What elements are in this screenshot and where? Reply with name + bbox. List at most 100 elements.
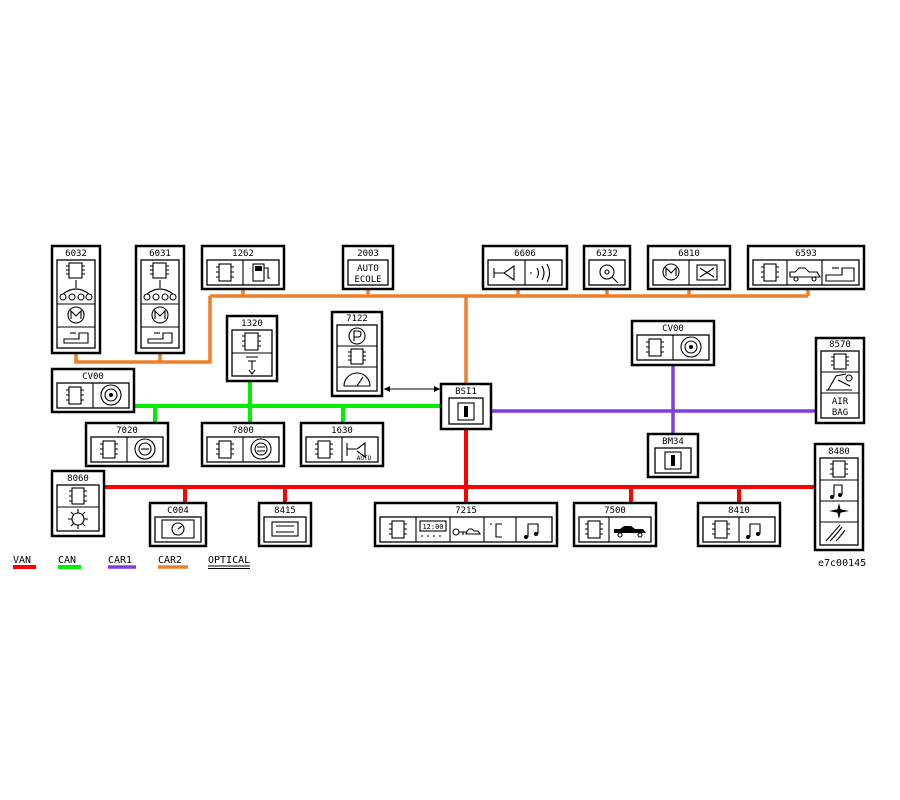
svg-text:BAG: BAG xyxy=(832,408,848,418)
abs-icon xyxy=(134,438,156,460)
van-bus xyxy=(104,429,814,503)
module-8415: 8415 xyxy=(257,501,313,548)
svg-text:OPTICAL: OPTICAL xyxy=(208,555,250,566)
seat-icon xyxy=(147,332,173,344)
module-6032: 6032 xyxy=(50,244,102,355)
module-bsi1: BSI1 xyxy=(439,382,493,431)
fuse-box-icon xyxy=(457,402,475,421)
module-6606: 6606 xyxy=(481,244,569,291)
module-label-8060: 8060 xyxy=(67,474,89,484)
sound-waves-icon xyxy=(530,263,551,283)
legend-item-can: CAN xyxy=(58,555,81,569)
svg-text:AUTO: AUTO xyxy=(357,264,379,274)
seat-icon xyxy=(63,332,89,344)
module-6593: 6593 xyxy=(746,244,866,291)
chip-icon xyxy=(389,520,407,539)
horn-icon xyxy=(493,264,515,282)
legend-item-optical: OPTICAL xyxy=(208,555,250,569)
module-8410: 8410 xyxy=(696,501,782,548)
module-1262: 1262 xyxy=(200,244,286,291)
sunroof-icon xyxy=(696,264,718,281)
module-8480: 8480 xyxy=(813,442,865,552)
module-bm34: BM34 xyxy=(646,432,700,479)
module-1320: 1320 xyxy=(225,314,279,383)
chip-icon xyxy=(100,440,118,459)
module-2003: 2003 AUTO ECOLE xyxy=(341,244,395,291)
svg-text:12:00: 12:00 xyxy=(422,523,443,531)
motor-icon xyxy=(151,306,169,324)
speedometer-icon xyxy=(343,372,371,387)
seat-icon xyxy=(825,267,855,282)
steering-wheel-icon xyxy=(680,336,702,358)
svg-text:VAN: VAN xyxy=(13,555,31,566)
fuel-injector-icon xyxy=(246,356,258,375)
chip-icon xyxy=(150,262,169,279)
chip-icon xyxy=(830,460,848,478)
chip-icon xyxy=(242,332,261,351)
module-8060: 8060 xyxy=(50,469,106,538)
chip-icon xyxy=(216,440,234,459)
motor-icon xyxy=(67,306,85,324)
svg-text:CAN: CAN xyxy=(58,555,76,566)
car1-bus xyxy=(491,365,816,434)
module-label-7020: 7020 xyxy=(116,426,138,436)
chip-icon xyxy=(831,353,849,370)
svg-text:CAR2: CAR2 xyxy=(158,555,182,566)
legend-item-car1: CAR1 xyxy=(108,555,136,569)
module-label-8415: 8415 xyxy=(274,506,296,516)
module-label-7122: 7122 xyxy=(346,314,368,324)
module-label-bm34: BM34 xyxy=(662,437,684,447)
module-7020: 7020 xyxy=(84,421,170,468)
chip-icon xyxy=(66,386,84,405)
svg-text:CAR1: CAR1 xyxy=(108,555,132,566)
module-label-1320: 1320 xyxy=(241,319,263,329)
seated-occupant-icon xyxy=(826,373,853,391)
light-bulbs-icon xyxy=(59,280,93,301)
module-7800: 7800 xyxy=(200,421,286,468)
chip-icon xyxy=(646,338,664,357)
car-door-icon xyxy=(789,267,821,282)
svg-text:AUTO: AUTO xyxy=(357,455,372,462)
fuse-box-icon xyxy=(664,451,682,470)
module-label-6606: 6606 xyxy=(514,249,536,259)
module-label-6232: 6232 xyxy=(596,249,618,259)
module-label-8410: 8410 xyxy=(728,506,750,516)
module-label-cv00-left: CV00 xyxy=(82,372,104,382)
music-note-icon xyxy=(746,523,761,539)
steering-wheel-icon xyxy=(100,384,122,406)
steering-lock-icon xyxy=(599,264,619,284)
chip-icon xyxy=(761,263,779,282)
module-label-bsi1: BSI1 xyxy=(455,387,477,397)
module-c004: C004 xyxy=(148,501,208,548)
compass-icon xyxy=(829,503,849,519)
module-8570: 8570 AIR BAG xyxy=(814,336,866,425)
fuel-pump-icon xyxy=(252,263,270,282)
module-label-1262: 1262 xyxy=(232,249,254,259)
svg-text:AIR: AIR xyxy=(832,397,849,407)
figure-reference: e7c00145 xyxy=(818,558,866,569)
optical-link xyxy=(384,386,440,392)
can-bus xyxy=(108,381,442,423)
module-label-1630: 1630 xyxy=(331,426,353,436)
module-6232: 6232 xyxy=(582,244,632,291)
key-car-icon xyxy=(452,528,482,536)
module-label-2003: 2003 xyxy=(357,249,379,259)
instrument-panel-icon xyxy=(161,519,195,539)
module-label-8480: 8480 xyxy=(828,447,850,457)
parking-icon xyxy=(348,327,366,345)
chip-icon xyxy=(315,440,333,459)
chip-icon xyxy=(216,263,234,282)
music-note-icon xyxy=(524,523,539,539)
esp-icon xyxy=(250,438,272,460)
module-label-7500: 7500 xyxy=(604,506,626,516)
module-7500: 7500 xyxy=(572,501,658,548)
chip-icon xyxy=(712,520,730,539)
module-7215: 7215 12:00 xyxy=(373,501,559,548)
module-label-7800: 7800 xyxy=(232,426,254,436)
svg-text:ECOLE: ECOLE xyxy=(354,275,381,285)
module-6031: 6031 xyxy=(134,244,186,355)
module-label-6593: 6593 xyxy=(795,249,817,259)
legend-item-van: VAN xyxy=(13,555,36,569)
module-1630: 1630 AUTO xyxy=(299,421,385,468)
